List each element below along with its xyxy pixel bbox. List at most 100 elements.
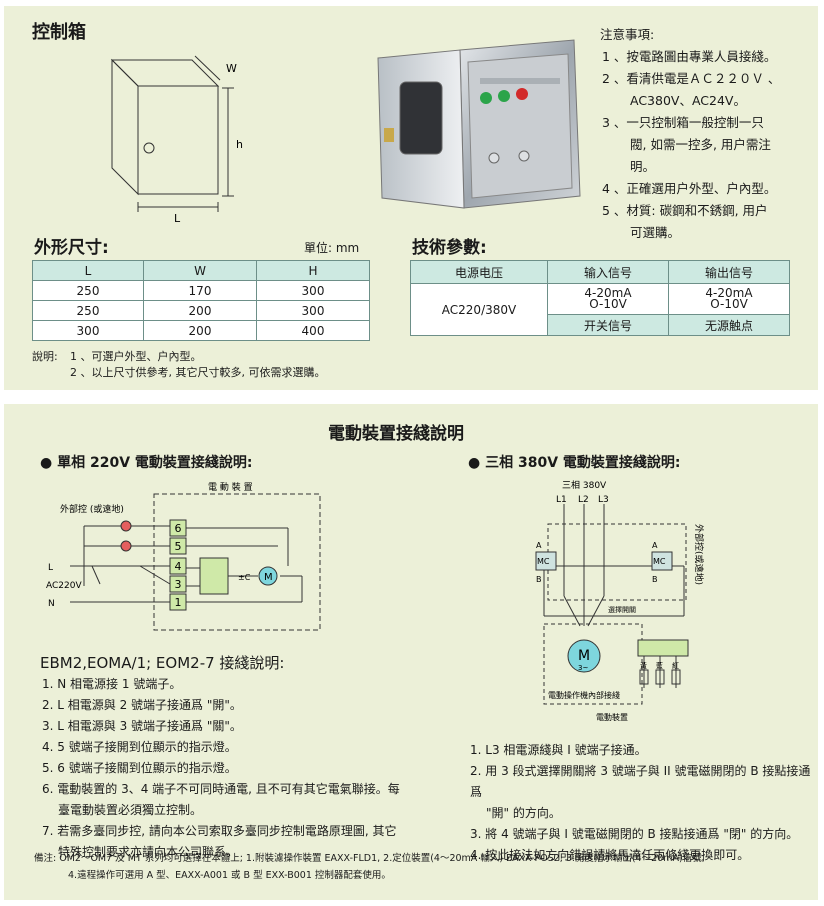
terminal-label: 1 — [175, 596, 182, 609]
motor-icon — [567, 639, 601, 673]
single-phase-instructions: 1. N 相電源接 1 號端子。 2. L 相電源與 2 號端子接通爲 "開"。… — [42, 674, 400, 863]
green-lamp — [480, 92, 492, 104]
notes-label: 說明: — [32, 350, 58, 363]
line-l-label: L — [48, 563, 53, 573]
wire-color-label: 紅 — [672, 661, 679, 670]
column-header: L — [32, 260, 144, 281]
control-box-panel: 控制箱 W h L — [4, 6, 818, 390]
motor-sub-label: 3~ — [578, 664, 588, 672]
column-header: H — [256, 260, 370, 281]
wiring-title: 電動裝置接綫說明 — [328, 424, 464, 444]
notice-item: 明。 — [630, 159, 656, 174]
tech-title: 技術參數: — [412, 238, 487, 258]
output-signal-cell: 4-20mA O-10V — [668, 283, 790, 315]
list-item: 7. 若需多臺同步控, 請向本公司索取多臺同步控制電路原理圖, 其它 — [42, 824, 397, 838]
motor-label: M — [264, 572, 273, 583]
note-item: 1 、可選户外型、户內型。 — [70, 350, 202, 363]
single-phase-diagram: 6 5 4 3 1 M ±C 電 動 裝 置 外部控 (或遠地) L AC220… — [46, 481, 321, 631]
unit-label: 單位: mm — [304, 241, 360, 255]
green-lamp — [498, 90, 510, 102]
motor-label: M — [578, 648, 590, 664]
list-item: 2. L 相電源與 2 號端子接通爲 "開"。 — [42, 698, 242, 712]
model-heading: EBM2,EOMA/1; EOM2-7 接綫說明: — [40, 654, 285, 672]
dimensions-table: L W H 250 170 300 250 200 300 300 200 40… — [32, 260, 370, 341]
box-dimension-drawing: W h L — [110, 55, 243, 222]
terminal-label: 3 — [175, 578, 182, 591]
notice-item: 4 、正確選用户外型、户內型。 — [602, 181, 777, 196]
list-item: 特殊控制要求亦請向本公司聯系。 — [58, 845, 239, 859]
wiring-panel: 電動裝置接綫說明 ● 單相 220V 電動裝置接綫說明: — [4, 404, 818, 900]
column-header: 输出信号 — [668, 260, 790, 284]
list-item: 6. 電動裝置的 3、4 端子不可同時通電, 且不可有其它電氣聯接。每 — [42, 782, 400, 796]
remote-label: 外部控(或遠地) — [693, 524, 705, 585]
control-box-photo — [377, 39, 581, 209]
output-signal-value: O-10V — [710, 297, 748, 311]
control-box-title: 控制箱 — [32, 22, 86, 43]
device-label: 電動裝置 — [596, 712, 628, 722]
table-cell: 300 — [256, 300, 370, 321]
table-cell: 250 — [32, 280, 144, 301]
table-cell: 300 — [256, 280, 370, 301]
table-cell: 200 — [143, 300, 257, 321]
notice-item: 2 、看清供電是ＡＣ２２０Ｖ 、 — [602, 71, 781, 86]
list-item: 5. 6 號端子接關到位顯示的指示燈。 — [42, 761, 237, 775]
passive-contact-cell: 无源触点 — [668, 314, 790, 336]
tech-table: 电源电压 输入信号 输出信号 AC220/380V 4-20mA O-10V 4… — [410, 260, 790, 336]
red-lamp — [516, 88, 528, 100]
contact-a-label: A — [652, 541, 658, 550]
capacitor-label: ±C — [238, 573, 251, 582]
list-item: 2. 用 3 段式選擇開關將 3 號端子與 II 號電磁開閉的 B 接點接通爲 — [470, 764, 811, 799]
notice-item: 5 、材質: 碳鋼和不銹鋼, 用户 — [602, 203, 768, 218]
input-signal-cell: 4-20mA O-10V — [547, 283, 669, 315]
list-item: 4. 5 號端子接開到位顯示的指示燈。 — [42, 740, 237, 754]
table-row: 250 200 300 — [32, 300, 370, 321]
list-item: 4. 按此接法如方向錯誤請將馬達任兩條綫更換即可。 — [470, 848, 750, 862]
line-label: L1 — [556, 495, 567, 505]
dimensions-title: 外形尺寸: — [34, 238, 109, 258]
contactor-label: MC — [537, 557, 550, 566]
single-phase-heading-text: 單相 220V 電動裝置接綫說明: — [57, 455, 253, 471]
wire-color-label: 黃 — [640, 661, 647, 670]
remark-line: 備注: OM2～OM7 及 MT 系列均可選擇在本體上; 1.附裝濾操作裝置 E… — [34, 853, 705, 864]
column-header: 输入信号 — [547, 260, 669, 284]
bullet-icon: ● — [468, 455, 486, 471]
switch-label: 選擇開關 — [608, 605, 636, 614]
line-n-label: N — [48, 599, 55, 609]
list-item: 3. L 相電源與 3 號端子接通爲 "關"。 — [42, 719, 242, 733]
three-phase-diagram: MC MC A B A B 三相 380V L1 L2 L3 選擇開關 M 3~… — [535, 479, 705, 722]
line-label: L2 — [578, 495, 589, 505]
table-cell: 250 — [32, 300, 144, 321]
table-cell: 170 — [143, 280, 257, 301]
table-row: 250 170 300 — [32, 280, 370, 301]
phase-label: 三相 380V — [562, 479, 607, 491]
column-header: 电源电压 — [410, 260, 548, 284]
remark-line: 4.遠程操作可選用 A 型、EAXX-A001 或 B 型 EXX-B001 控… — [68, 870, 391, 881]
box-width-label: W — [226, 62, 237, 75]
voltage-cell: AC220/380V — [410, 283, 548, 336]
column-header: W — [143, 260, 257, 281]
switch-signal-cell: 开关信号 — [547, 314, 669, 336]
notice-item: AC380V、AC24V。 — [630, 93, 746, 108]
list-item: "開" 的方向。 — [486, 806, 561, 820]
ac-label: AC220V — [46, 581, 82, 591]
table-row: 300 200 400 — [32, 320, 370, 341]
contact-b-label: B — [652, 575, 658, 584]
list-item: 3. 將 4 號端子與 I 號電磁開閉的 B 接點接通爲 "閉" 的方向。 — [470, 827, 799, 841]
list-item: 1. L3 相電源綫與 I 號端子接通。 — [470, 743, 647, 757]
list-item: 臺電動裝置必須獨立控制。 — [58, 803, 203, 817]
note-item: 2 、以上尺寸供參考, 其它尺寸較多, 可依需求選購。 — [70, 366, 326, 379]
list-item: 1. N 相電源接 1 號端子。 — [42, 677, 182, 691]
motor-icon — [258, 566, 278, 586]
internal-wiring-label: 電動操作機內部接綫 — [548, 690, 620, 700]
terminal-label: 5 — [175, 540, 182, 553]
table-cell: 300 — [32, 320, 144, 341]
contact-a-label: A — [536, 541, 542, 550]
three-phase-heading-text: 三相 380V 電動裝置接綫說明: — [485, 455, 681, 471]
line-label: L3 — [598, 495, 609, 505]
input-signal-value: O-10V — [589, 297, 627, 311]
three-phase-instructions: 1. L3 相電源綫與 I 號端子接通。 2. 用 3 段式選擇開關將 3 號端… — [470, 740, 818, 866]
table-cell: 200 — [143, 320, 257, 341]
notice-item: 1 、按電路圖由專業人員接綫。 — [602, 49, 777, 64]
box-length-label: L — [174, 212, 181, 222]
contactor-label: MC — [653, 557, 666, 566]
